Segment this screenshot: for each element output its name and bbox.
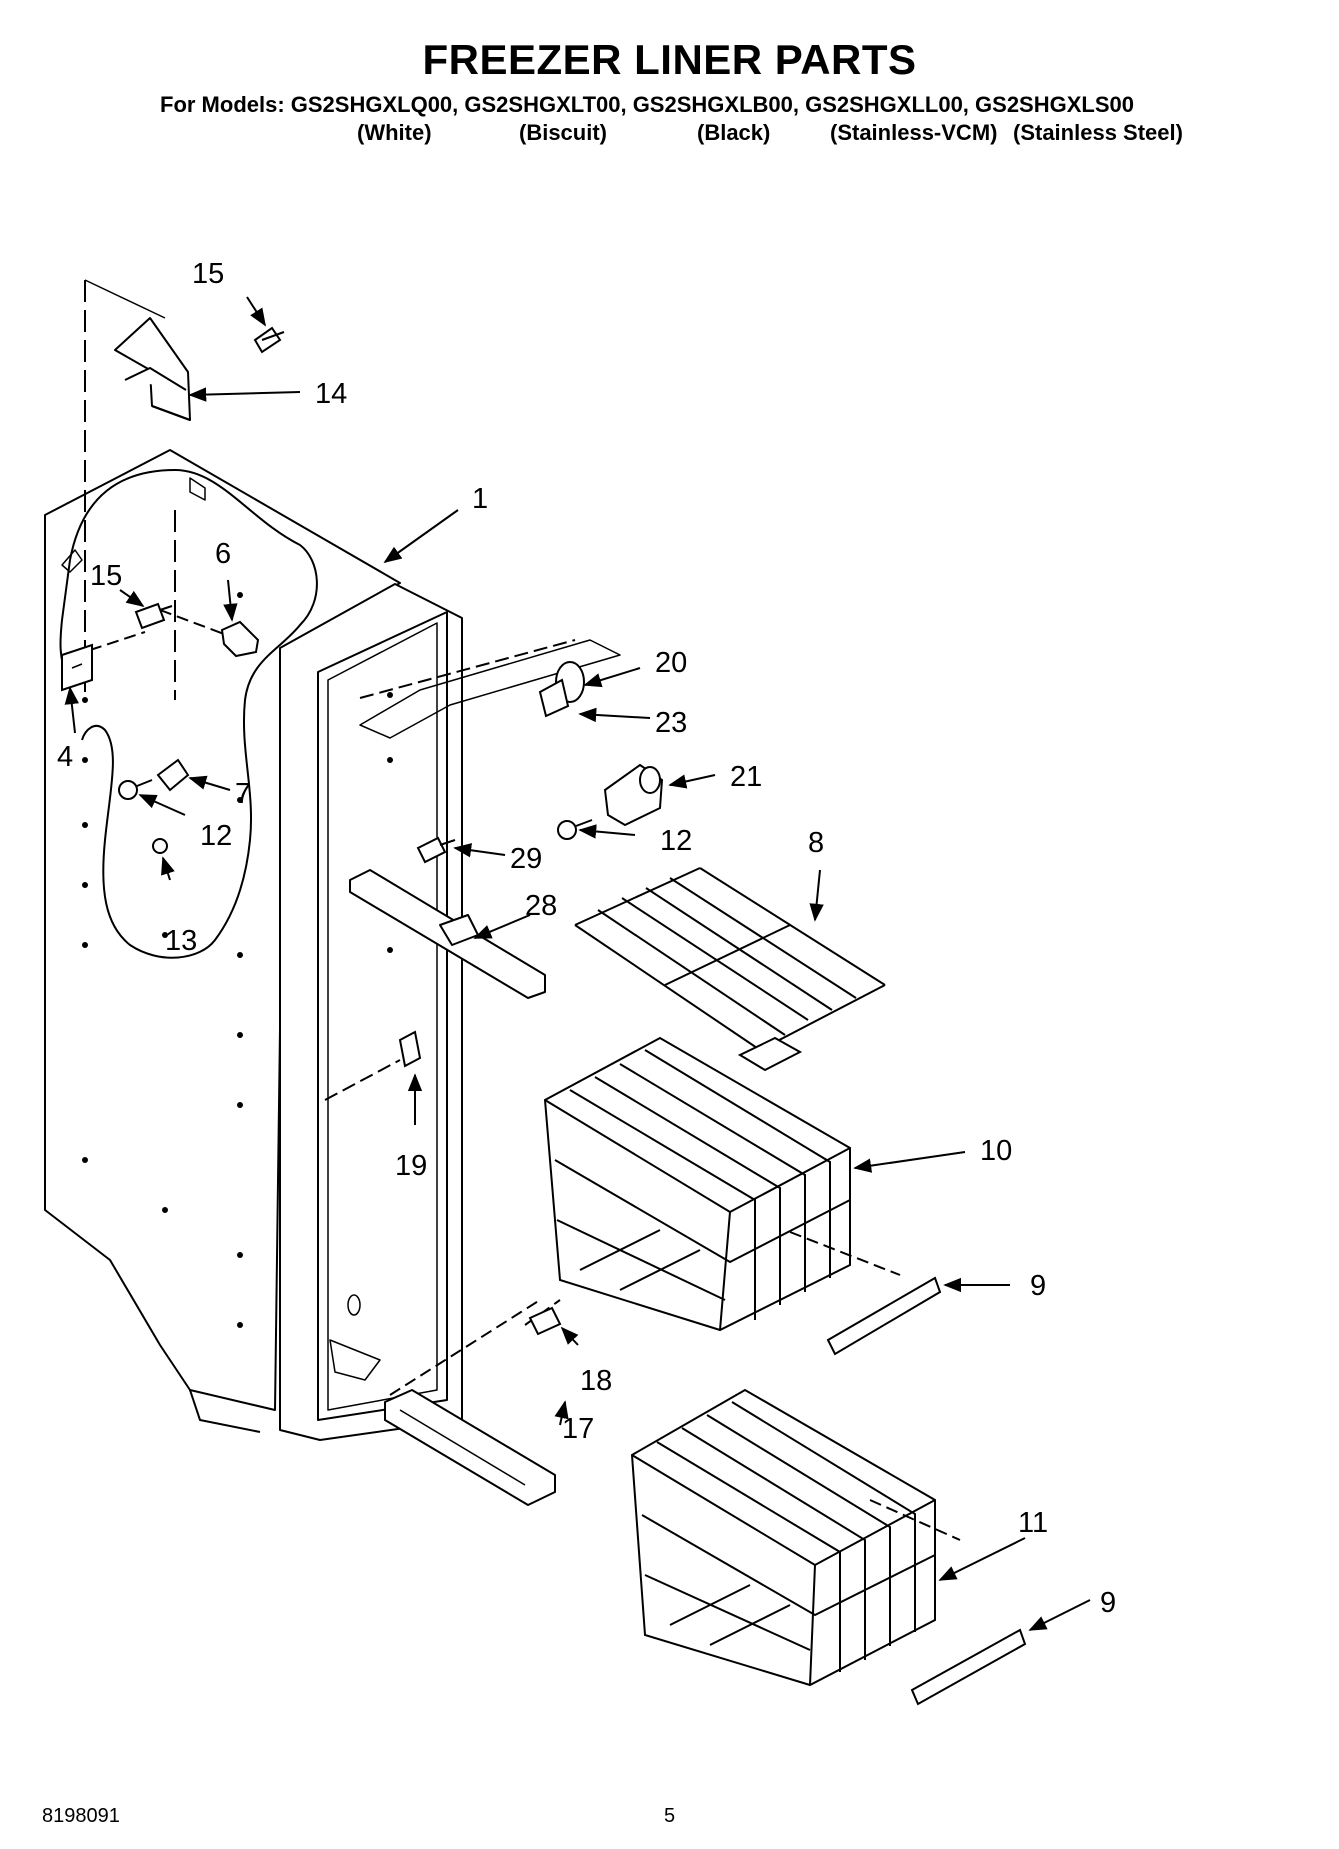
basket-rail-part-9-upper bbox=[826, 1276, 942, 1356]
variant-stainless-steel: (Stainless Steel) bbox=[1013, 120, 1183, 145]
callout-28: 28 bbox=[525, 890, 557, 922]
page-title: FREEZER LINER PARTS bbox=[422, 36, 917, 83]
screw-part-15-top bbox=[253, 326, 285, 354]
bracket-part-14 bbox=[114, 317, 191, 421]
callout-10: 10 bbox=[980, 1135, 1012, 1167]
clip-part-6 bbox=[220, 620, 260, 658]
switch-part-19 bbox=[398, 1030, 422, 1068]
callout-18: 18 bbox=[580, 1365, 612, 1397]
wire-basket-part-11 bbox=[630, 1388, 936, 1687]
callout-7: 7 bbox=[235, 778, 251, 810]
callout-20: 20 bbox=[655, 647, 687, 679]
callout-23: 23 bbox=[655, 707, 687, 739]
bearing-part-21 bbox=[603, 763, 664, 827]
screw-part-12-left bbox=[118, 779, 153, 800]
callout-29: 29 bbox=[510, 843, 542, 875]
callout-12-left: 12 bbox=[200, 820, 232, 852]
screw-part-12-right bbox=[557, 819, 593, 840]
callout-15-lower: 15 bbox=[90, 560, 122, 592]
variant-black: (Black) bbox=[697, 120, 771, 145]
cap-part-20 bbox=[538, 661, 585, 718]
clamp-part-7 bbox=[156, 758, 190, 792]
plate-part-4 bbox=[61, 643, 93, 692]
callout-19: 19 bbox=[395, 1150, 427, 1182]
callout-11: 11 bbox=[1018, 1507, 1048, 1539]
trim-part-17 bbox=[384, 1389, 556, 1506]
callout-6: 6 bbox=[215, 538, 231, 570]
screw-part-15-lower bbox=[134, 602, 173, 630]
screw-part-29 bbox=[416, 836, 456, 864]
callout-9-upper: 9 bbox=[1030, 1270, 1046, 1302]
callout-4: 4 bbox=[57, 741, 73, 773]
callout-12-right: 12 bbox=[660, 825, 692, 857]
shelf-rail-part-28 bbox=[349, 869, 546, 999]
document-number: 8198091 bbox=[42, 1805, 120, 1827]
callout-13: 13 bbox=[165, 925, 197, 957]
variant-white: (White) bbox=[357, 120, 432, 145]
leader-lines bbox=[64, 296, 1091, 1631]
callout-9-lower: 9 bbox=[1100, 1587, 1116, 1619]
callout-14: 14 bbox=[315, 378, 347, 410]
basket-rail-part-9-lower bbox=[910, 1628, 1027, 1706]
callout-21: 21 bbox=[730, 761, 762, 793]
wire-basket-part-10 bbox=[543, 1036, 851, 1332]
page-number: 5 bbox=[664, 1805, 676, 1827]
callout-17: 17 bbox=[562, 1413, 594, 1445]
callout-15-top: 15 bbox=[192, 258, 224, 290]
callout-8: 8 bbox=[808, 827, 824, 859]
variant-biscuit: (Biscuit) bbox=[519, 120, 607, 145]
freezer-liner bbox=[44, 279, 961, 1541]
wire-shelf-part-8 bbox=[574, 867, 886, 1072]
callout-1: 1 bbox=[472, 483, 488, 515]
screw-part-18 bbox=[528, 1306, 562, 1336]
variant-stainless-vcm: (Stainless-VCM) bbox=[830, 120, 998, 145]
models-line: For Models: GS2SHGXLQ00, GS2SHGXLT00, GS… bbox=[160, 92, 1134, 117]
screw-part-13 bbox=[152, 838, 168, 854]
